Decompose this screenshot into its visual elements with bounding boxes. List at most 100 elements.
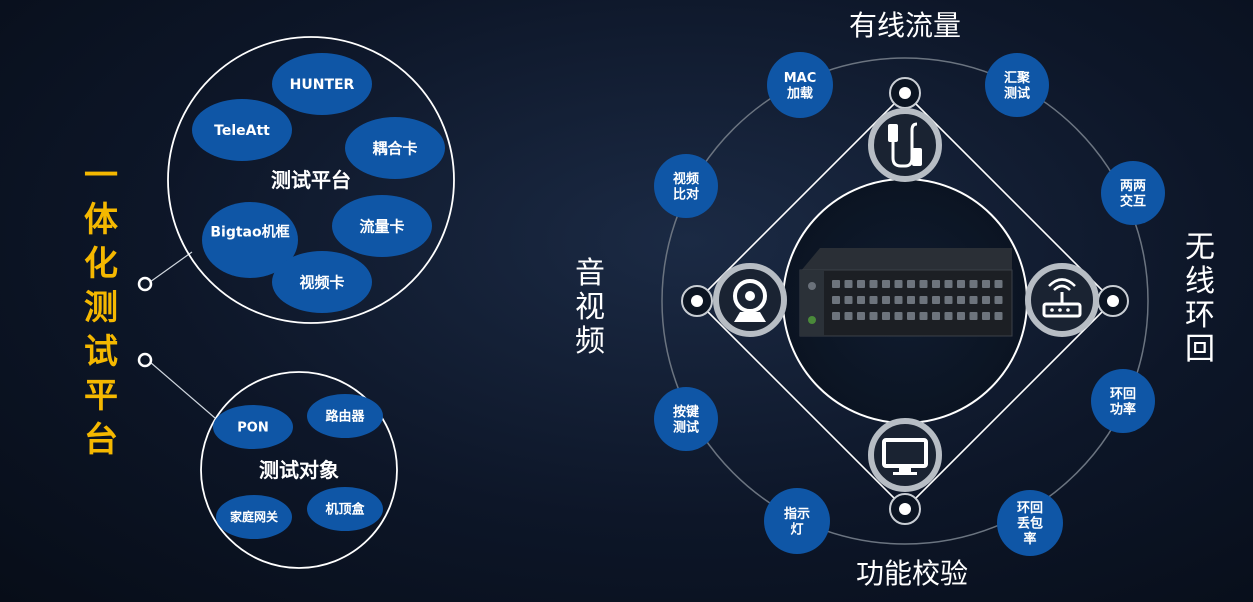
vertical-title-char: 一 <box>84 156 118 196</box>
chassis-port <box>969 296 978 304</box>
vertical-title-char: 体 <box>84 200 118 240</box>
chassis-port <box>844 280 853 288</box>
bubble-label: 按键 <box>673 404 699 420</box>
bubble-shape <box>1101 161 1165 225</box>
router-icon <box>1025 263 1099 337</box>
bubble-label: 环回 <box>1017 501 1043 516</box>
bubble-shape <box>213 405 293 449</box>
bubble-label: 率 <box>1023 531 1036 547</box>
chassis-port <box>869 280 878 288</box>
vertical-title-char: 平 <box>84 376 118 416</box>
bubble-shape <box>272 251 372 313</box>
chassis-port <box>907 280 915 288</box>
bubble-label: 视频卡 <box>299 273 344 291</box>
monitor-icon <box>868 418 942 492</box>
bubble-shape <box>307 394 383 438</box>
bubble-label: HUNTER <box>290 77 355 93</box>
bubble-label: 功率 <box>1110 401 1136 417</box>
bubble-label: 灯 <box>790 521 803 537</box>
bubble-label: 家庭网关 <box>230 509 278 524</box>
chassis-port <box>982 312 990 320</box>
bubble-shape <box>654 154 718 218</box>
axis-label-char: 回 <box>1185 332 1215 367</box>
bubble-label: PON <box>237 421 268 436</box>
bubble-label: 测试 <box>1004 85 1030 101</box>
vertical-title-char: 化 <box>84 244 118 284</box>
chassis-port <box>944 296 953 304</box>
axis-label-left: 音视频 <box>575 256 605 359</box>
bubble-shape <box>1091 369 1155 433</box>
object-item-bubble: 机顶盒 <box>307 487 383 531</box>
chassis-port <box>869 296 878 304</box>
chassis-port <box>932 296 940 304</box>
platform-item-bubble: TeleAtt <box>192 99 292 161</box>
chassis-port <box>982 296 990 304</box>
bubble-shape <box>997 490 1063 556</box>
bubble-label: 两两 <box>1120 179 1146 194</box>
bubble-label: 环回 <box>1110 387 1136 402</box>
chassis-port <box>882 296 890 304</box>
bubble-shape <box>216 495 292 539</box>
bubble-shape <box>985 53 1049 117</box>
connector-dot <box>137 276 153 292</box>
chassis-port <box>844 296 853 304</box>
object-item-bubble: 路由器 <box>307 394 383 438</box>
axis-label-char: 视 <box>575 290 605 325</box>
chassis-port <box>857 280 865 288</box>
chassis-port <box>832 280 840 288</box>
chassis-port <box>894 280 903 288</box>
axis-label-bottom: 功能校验 <box>856 557 968 590</box>
chassis-port <box>994 280 1003 288</box>
chassis-port <box>857 312 865 320</box>
chassis-port <box>882 312 890 320</box>
chassis-port <box>844 312 853 320</box>
bubble-label: 机顶盒 <box>325 502 365 518</box>
chassis-port <box>894 312 903 320</box>
bubble-shape <box>332 195 432 257</box>
chassis-port <box>982 280 990 288</box>
chassis-port <box>919 280 928 288</box>
chassis-port <box>907 312 915 320</box>
bubble-label: 丢包 <box>1017 516 1043 532</box>
left-connectors <box>137 251 216 419</box>
platform-item-bubble: 视频卡 <box>272 251 372 313</box>
objects-circle <box>200 371 398 569</box>
chassis-port <box>907 296 915 304</box>
object-item-bubble: 家庭网关 <box>216 495 292 539</box>
bubble-label: 路由器 <box>325 409 365 425</box>
bubble-label: TeleAtt <box>214 123 270 139</box>
axis-label-char: 无 <box>1185 230 1215 265</box>
platform-item-bubble: 耦合卡 <box>345 117 445 179</box>
objects-title: 测试对象 <box>259 458 339 482</box>
bubble-shape <box>764 488 830 554</box>
bubble-label: 指示 <box>784 506 810 522</box>
test-chassis-image <box>799 248 1013 337</box>
outer-ring <box>661 57 1149 545</box>
bubble-label: 交互 <box>1120 193 1146 209</box>
chassis-port <box>969 312 978 320</box>
chassis-port <box>944 312 953 320</box>
chassis-port <box>919 312 928 320</box>
bubble-shape <box>307 487 383 531</box>
chassis-port <box>882 280 890 288</box>
axis-label-top: 有线流量 <box>849 9 961 42</box>
bubble-shape <box>345 117 445 179</box>
platform-item-bubble: Bigtao机框 <box>202 202 298 278</box>
endpoint-rings <box>681 77 1129 525</box>
chassis-port <box>932 280 940 288</box>
chassis-port <box>957 312 965 320</box>
cable-icon <box>868 108 942 182</box>
platform-circle <box>167 36 455 324</box>
axis-label-char: 环 <box>1185 298 1215 333</box>
bubble-label: 视频 <box>673 171 699 187</box>
connector-dot <box>137 352 153 368</box>
